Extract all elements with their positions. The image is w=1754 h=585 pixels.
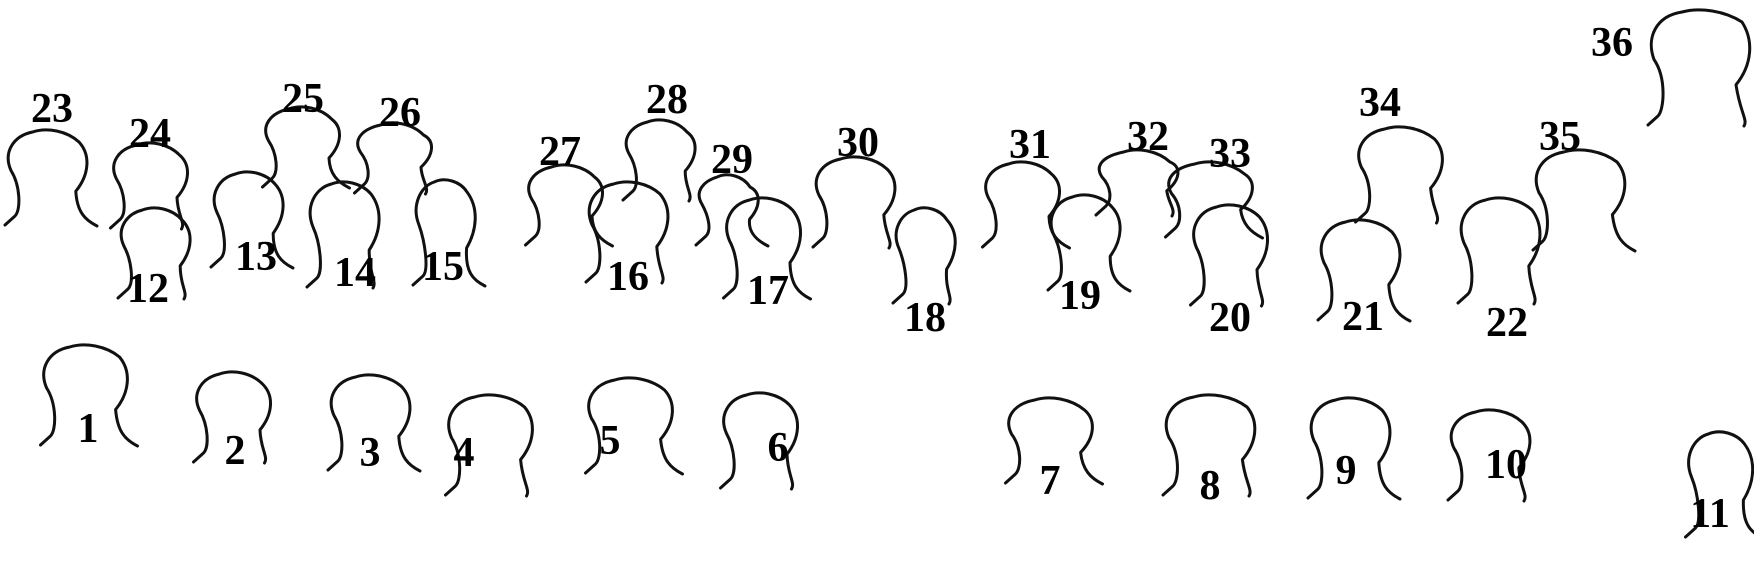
head-label-3: 3 [360, 430, 381, 476]
head-label-27: 27 [539, 129, 581, 175]
head-label-20: 20 [1209, 295, 1251, 341]
head-outline-18 [893, 208, 955, 304]
head-label-32: 32 [1127, 114, 1169, 160]
head-outline-22 [1458, 198, 1540, 304]
head-label-1: 1 [78, 406, 99, 452]
head-outline-35 [1533, 150, 1635, 251]
head-label-25: 25 [282, 76, 324, 122]
head-label-7: 7 [1040, 458, 1061, 504]
head-label-13: 13 [235, 234, 277, 280]
head-label-31: 31 [1009, 122, 1051, 168]
head-label-23: 23 [31, 86, 73, 132]
head-label-22: 22 [1486, 300, 1528, 346]
head-label-11: 11 [1690, 491, 1730, 537]
head-outline-31 [983, 162, 1070, 248]
head-label-17: 17 [747, 268, 789, 314]
head-label-33: 33 [1209, 131, 1251, 177]
head-label-29: 29 [711, 137, 753, 183]
head-label-24: 24 [129, 111, 171, 157]
head-label-9: 9 [1336, 448, 1357, 494]
head-label-30: 30 [837, 120, 879, 166]
head-label-6: 6 [768, 425, 789, 471]
head-label-19: 19 [1059, 273, 1101, 319]
head-outline-28 [623, 120, 695, 201]
head-label-5: 5 [600, 418, 621, 464]
head-label-18: 18 [904, 295, 946, 341]
head-label-28: 28 [646, 77, 688, 123]
head-label-2: 2 [225, 428, 246, 474]
head-label-21: 21 [1342, 294, 1384, 340]
head-label-16: 16 [607, 254, 649, 300]
head-label-4: 4 [454, 430, 475, 476]
head-outline-23 [5, 130, 97, 226]
head-label-35: 35 [1539, 114, 1581, 160]
head-label-36: 36 [1591, 20, 1633, 66]
head-label-15: 15 [422, 244, 464, 290]
head-outline-27 [526, 165, 613, 246]
head-label-14: 14 [334, 250, 376, 296]
head-label-10: 10 [1485, 442, 1527, 488]
head-outline-36 [1648, 10, 1750, 126]
head-outline-34 [1356, 127, 1443, 223]
head-label-34: 34 [1359, 80, 1401, 126]
head-outline-30 [813, 157, 895, 248]
head-label-26: 26 [379, 90, 421, 136]
head-outline-20 [1191, 205, 1268, 306]
head-label-8: 8 [1200, 463, 1221, 509]
head-label-12: 12 [127, 266, 169, 312]
